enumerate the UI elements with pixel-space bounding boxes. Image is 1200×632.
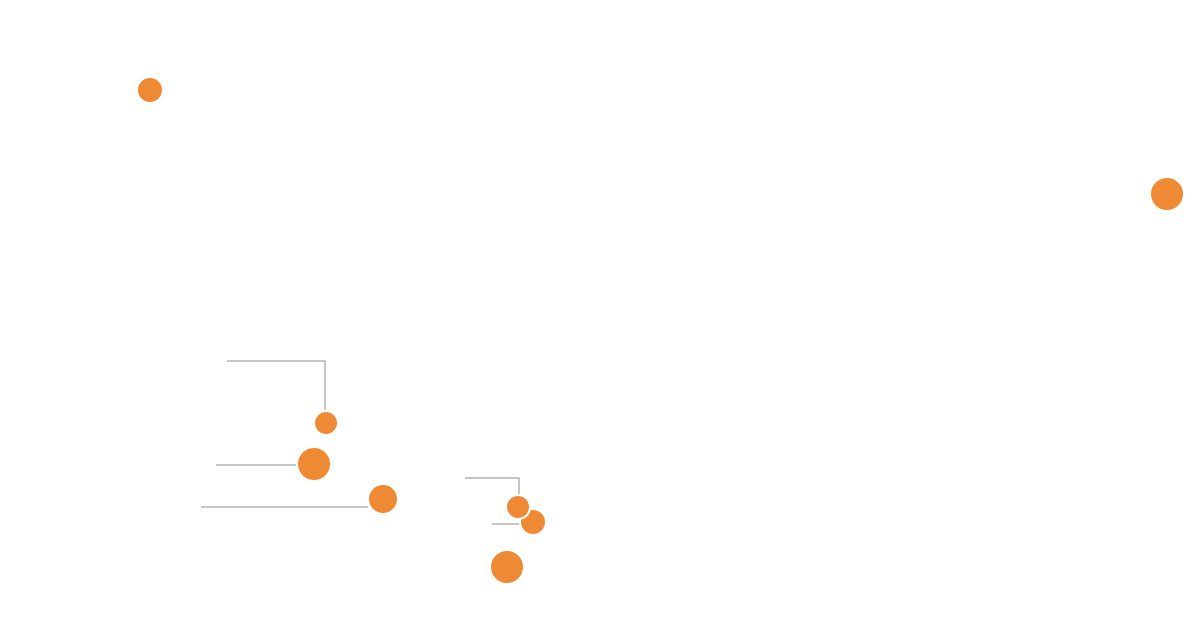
data-point-2[interactable]: [1149, 176, 1185, 212]
data-point-3[interactable]: [313, 410, 339, 436]
data-point-7[interactable]: [505, 494, 531, 520]
data-point-8[interactable]: [489, 549, 525, 585]
data-point-4[interactable]: [296, 446, 332, 482]
leader-line-4: [465, 477, 520, 495]
data-points: [136, 76, 1185, 585]
data-point-5[interactable]: [367, 483, 399, 515]
leader-line-1: [227, 360, 326, 410]
leader-lines: [201, 360, 529, 525]
data-point-1[interactable]: [136, 76, 164, 104]
